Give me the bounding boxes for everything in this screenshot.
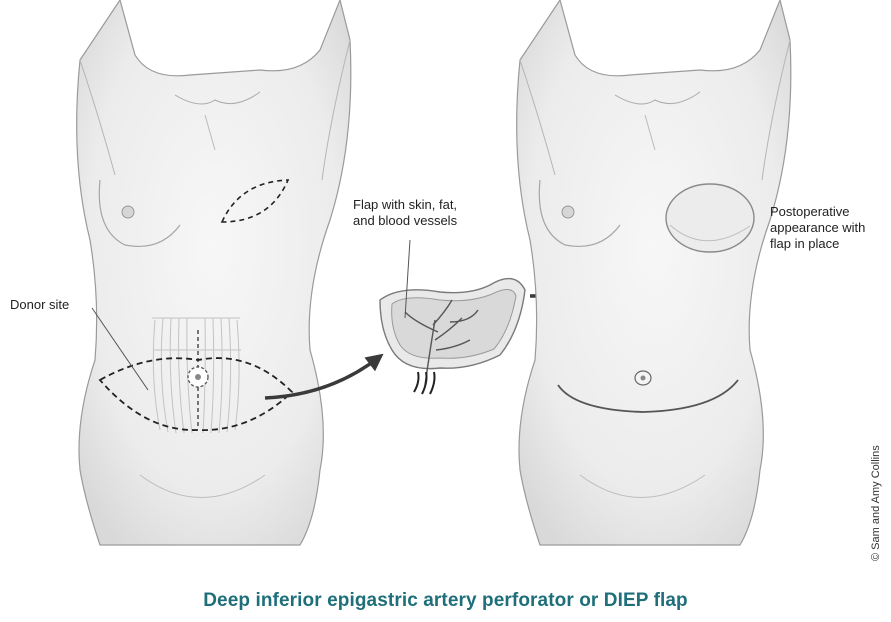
figure-caption: Deep inferior epigastric artery perforat… bbox=[0, 590, 891, 612]
label-postoperative-line-1: Postoperative bbox=[770, 204, 865, 220]
postop-nipple bbox=[562, 206, 574, 218]
harvested-flap bbox=[380, 240, 525, 394]
label-flap: Flap with skin, fat, and blood vessels bbox=[353, 197, 457, 229]
preop-torso-body bbox=[77, 0, 351, 545]
preop-nipple bbox=[122, 206, 134, 218]
postop-torso-body bbox=[517, 0, 791, 545]
preop-torso bbox=[77, 0, 351, 545]
label-postoperative-line-2: appearance with bbox=[770, 220, 865, 236]
label-postoperative-line-3: flap in place bbox=[770, 236, 865, 252]
reconstructed-breast bbox=[666, 184, 754, 252]
copyright-notice: © Sam and Amy Collins bbox=[870, 445, 882, 561]
label-flap-line-2: and blood vessels bbox=[353, 213, 457, 229]
label-postoperative: Postoperative appearance with flap in pl… bbox=[770, 204, 865, 252]
postop-torso bbox=[517, 0, 791, 545]
label-donor-site: Donor site bbox=[10, 297, 69, 313]
label-flap-line-1: Flap with skin, fat, bbox=[353, 197, 457, 213]
